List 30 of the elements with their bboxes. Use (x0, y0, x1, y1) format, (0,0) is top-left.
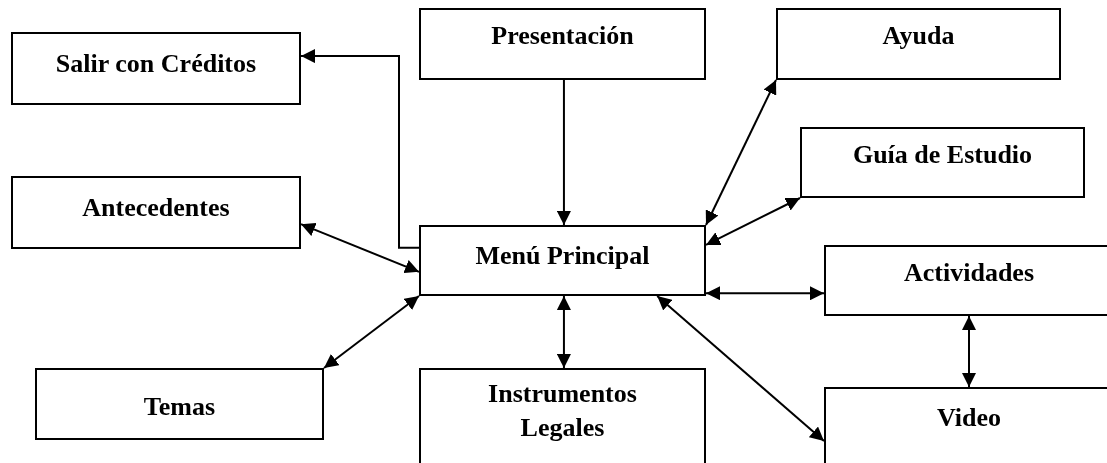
box-label: Menú Principal (474, 240, 651, 272)
box-label: Video (935, 402, 1002, 434)
process-box (419, 368, 706, 463)
process-box (419, 225, 706, 296)
arrow (323, 295, 420, 369)
arrow (556, 79, 571, 226)
box-label: Guía de Estudio (851, 139, 1034, 171)
arrow (962, 315, 976, 388)
process-box (11, 32, 301, 105)
arrow (300, 49, 420, 249)
process-box (800, 127, 1085, 198)
box-label: Antecedentes (81, 192, 231, 224)
box-label: Ayuda (881, 20, 956, 52)
arrow (705, 79, 777, 226)
box-label: Salir con Créditos (54, 48, 258, 80)
process-box (824, 387, 1107, 463)
process-box (824, 245, 1107, 316)
box-label: Actividades (903, 257, 1035, 289)
box-label: Instrumentos Legales (487, 378, 638, 444)
arrow (705, 286, 825, 301)
process-box (419, 8, 706, 80)
arrow (656, 295, 825, 442)
arrow (705, 197, 801, 246)
arrow (300, 222, 420, 274)
process-box (776, 8, 1061, 80)
arrow (556, 295, 571, 369)
process-box (35, 368, 324, 440)
process-box (11, 176, 301, 249)
box-label: Presentación (490, 20, 635, 52)
box-label: Temas (142, 391, 217, 423)
